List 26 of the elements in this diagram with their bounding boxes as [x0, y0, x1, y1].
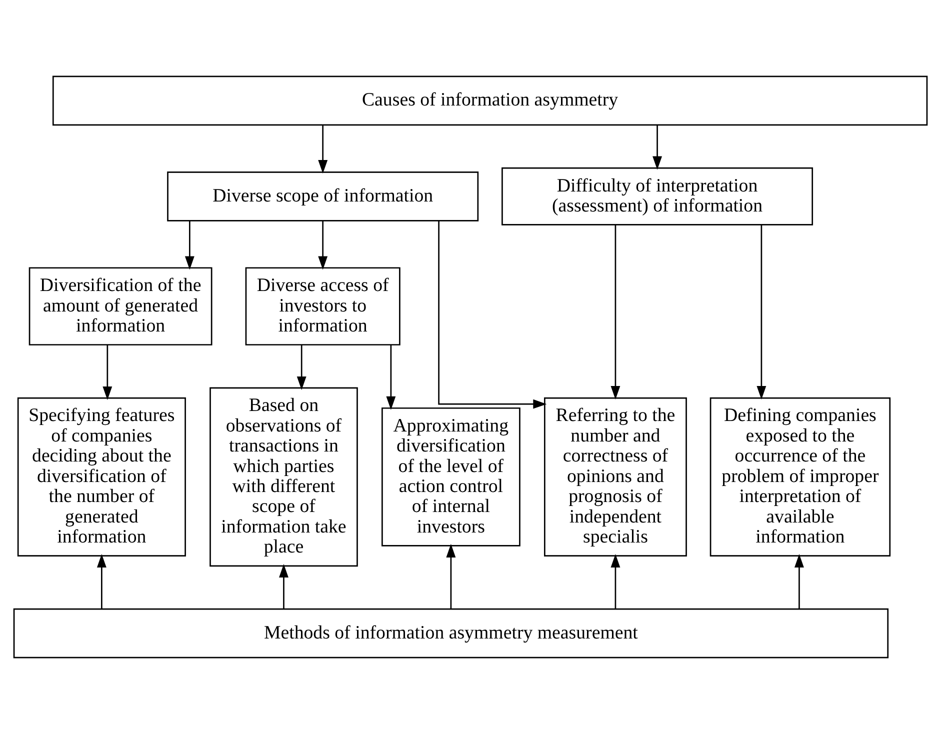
arrow — [652, 124, 662, 170]
arrow — [446, 543, 456, 608]
node-box: Diversification of the amount of generated information — [28, 266, 212, 345]
arrow — [102, 344, 112, 400]
node-box: Referring to the number and correctness of opinions and prognosis of independent specialis — [544, 396, 687, 556]
arrow — [279, 564, 288, 608]
arrow — [318, 220, 328, 270]
arrow — [318, 124, 328, 174]
node-box: Difficulty of interpretation (assessment) of information — [502, 166, 814, 225]
arrow — [438, 220, 547, 408]
arrow — [296, 344, 306, 390]
node-box: Diverse scope of information — [167, 170, 479, 221]
node-box: Methods of information asymmetry measurement — [13, 608, 889, 658]
node-box: Causes of information asymmetry — [52, 75, 928, 126]
arrow — [756, 224, 766, 399]
node-box: Diverse access of investors to information — [245, 266, 400, 345]
arrow — [610, 224, 620, 399]
node-box: Specifying features of companies deciding about the diversification of the number of generated information — [17, 396, 186, 556]
arrow — [610, 554, 620, 608]
node-box: Based on observations of transactions in which parties with different scope of information take place — [210, 386, 358, 566]
node-box: Defining companies exposed to the occurrence of the problem of improper interpretation of available information — [710, 396, 891, 556]
arrow — [96, 554, 106, 608]
arrow — [794, 554, 804, 608]
arrow — [386, 344, 396, 410]
arrow — [184, 220, 194, 270]
node-box: Approximating diversification of the level of action control of internal investors — [382, 406, 520, 546]
